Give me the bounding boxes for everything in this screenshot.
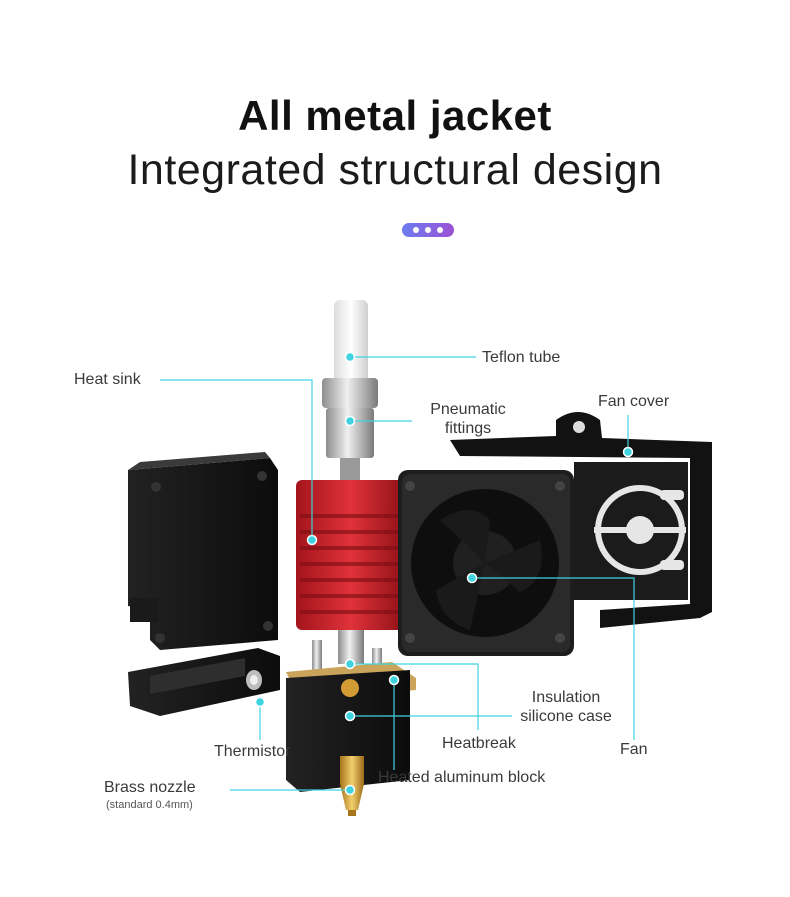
fan	[398, 470, 574, 656]
pneumatic-fitting	[322, 378, 378, 482]
label-thermistor: Thermistor	[214, 743, 291, 760]
housing-plate	[128, 452, 278, 650]
callout-dots	[254, 351, 634, 796]
dot-icon	[413, 227, 419, 233]
decorative-dots	[402, 223, 454, 237]
label-heat-sink: Heat sink	[74, 371, 141, 388]
fan-cover	[450, 412, 712, 628]
heat-sink	[296, 480, 406, 630]
label-insulation-line2: silicone case	[520, 708, 612, 725]
callout-lines	[160, 356, 635, 791]
teflon-tube	[334, 300, 368, 390]
label-teflon-tube: Teflon tube	[482, 349, 561, 366]
label-fan-cover: Fan cover	[598, 393, 670, 410]
heater-pin	[312, 640, 322, 688]
label-nozzle-note: (standard 0.4mm)	[106, 799, 193, 811]
dot-icon	[437, 227, 443, 233]
label-pneumatic-line1: Pneumatic	[430, 401, 506, 418]
label-fan: Fan	[620, 741, 648, 758]
label-pneumatic-fittings: Pneumatic fittings	[418, 400, 518, 438]
heated-block	[286, 662, 416, 792]
label-heated-block: Heated aluminum block	[378, 769, 546, 786]
label-brass-nozzle: Brass nozzle	[104, 779, 196, 796]
label-insulation-case: Insulation silicone case	[514, 688, 618, 726]
label-heatbreak: Heatbreak	[442, 735, 516, 752]
page-subtitle: Integrated structural design	[127, 146, 663, 194]
label-insulation-line1: Insulation	[531, 689, 601, 706]
dot-icon	[425, 227, 431, 233]
page-title: All metal jacket	[238, 92, 552, 139]
thermistor-clip	[128, 648, 280, 716]
heatbreak	[338, 630, 364, 664]
label-pneumatic-line2: fittings	[444, 420, 492, 437]
